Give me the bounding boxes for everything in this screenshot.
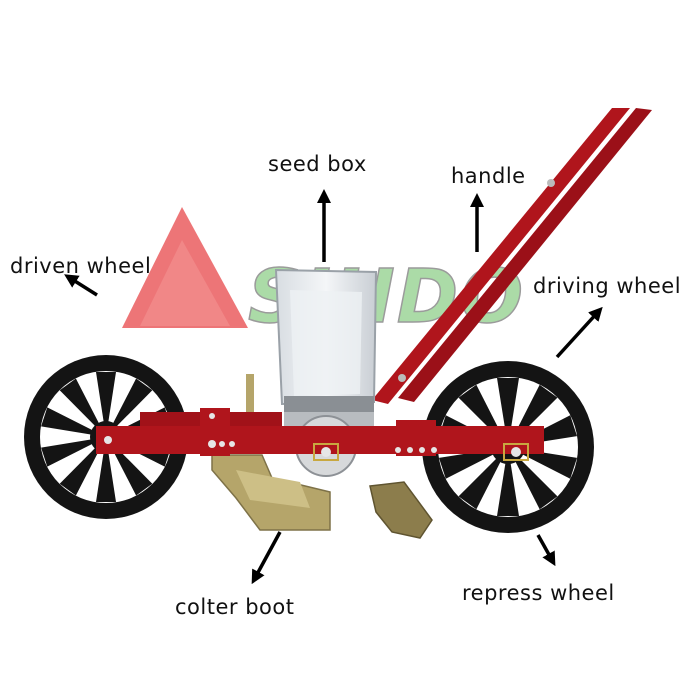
handle xyxy=(372,108,652,404)
repress-wheel-label: repress wheel xyxy=(462,581,615,605)
colter-boot-arrow xyxy=(251,531,282,585)
arrows xyxy=(64,189,603,585)
handle-label: handle xyxy=(451,164,526,188)
seed-box-label: seed box xyxy=(268,152,367,176)
driven-wheel-label: driven wheel xyxy=(10,254,152,278)
driven-wheel-arrow xyxy=(64,274,98,297)
colter-boot xyxy=(211,374,433,539)
driving-wheel-arrow xyxy=(555,306,603,359)
driving-wheel-label: driving wheel xyxy=(533,274,682,298)
repress-wheel-arrow xyxy=(536,534,556,567)
seed-box xyxy=(274,268,378,477)
watermark-triangle-icon xyxy=(122,207,248,328)
frame xyxy=(96,408,544,461)
colter-boot-label: colter boot xyxy=(175,595,295,619)
